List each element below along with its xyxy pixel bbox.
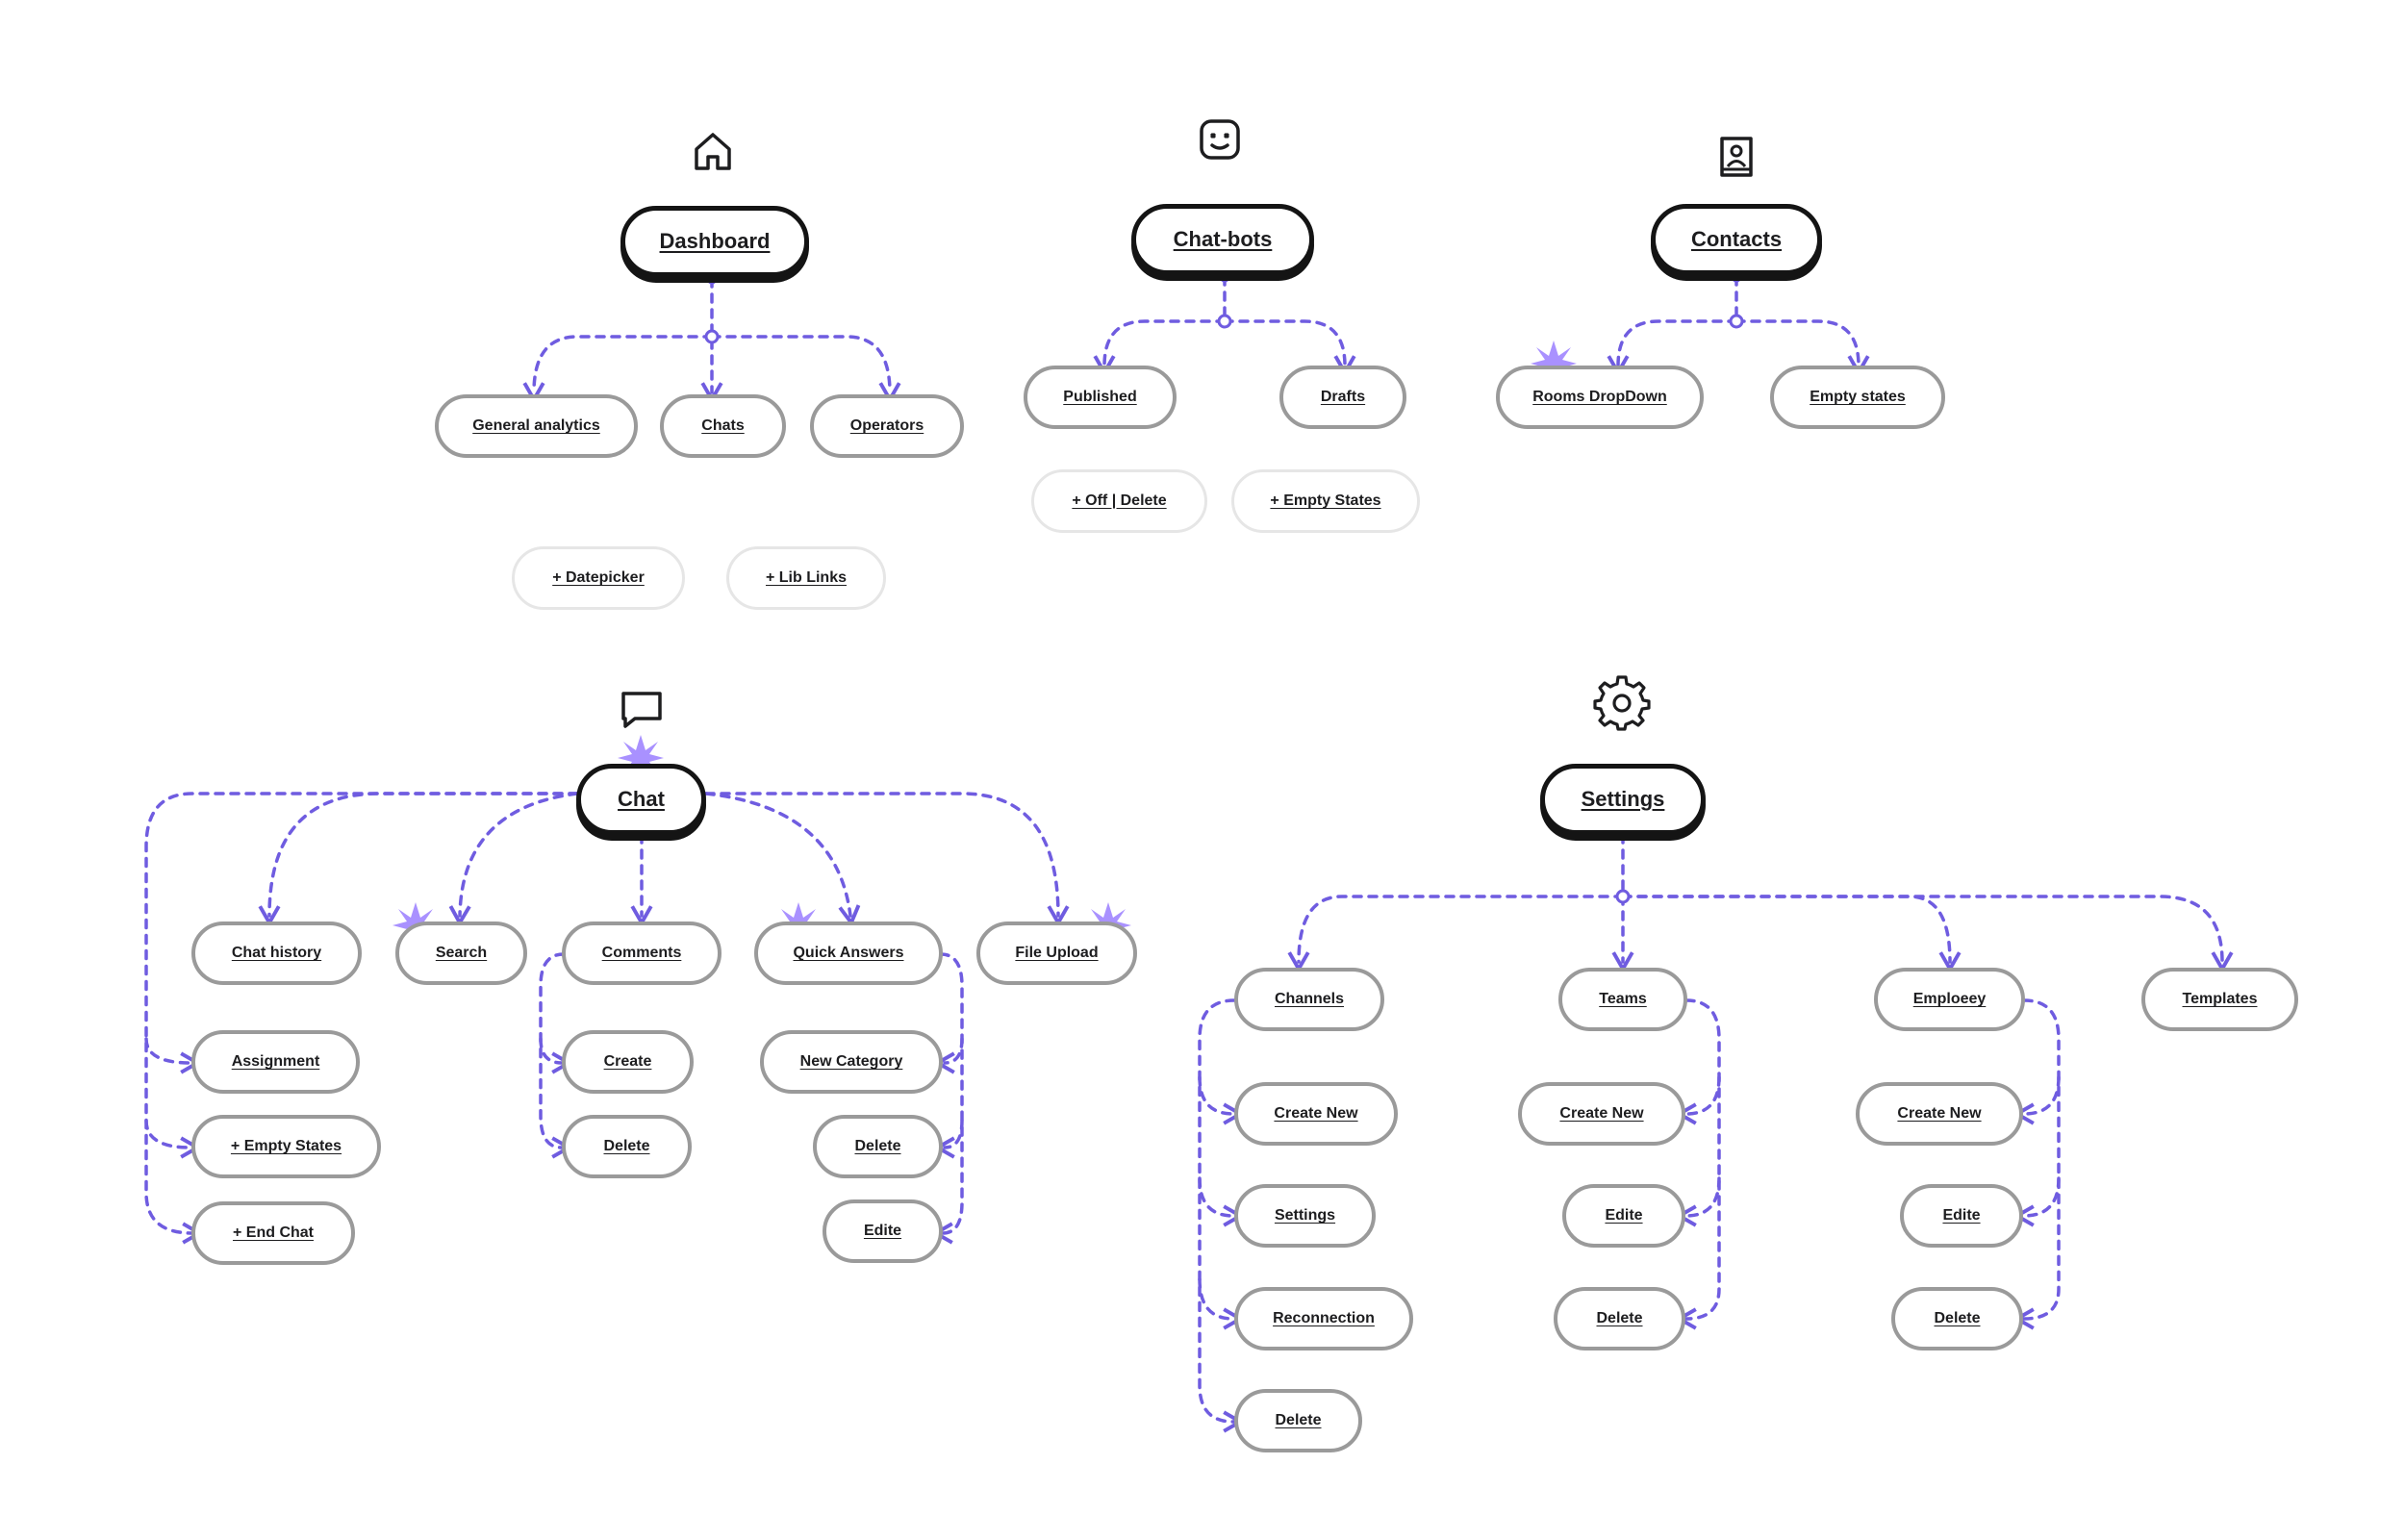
datepicker-addon[interactable]: + Datepicker [512,546,685,610]
comments-create-node[interactable]: Create [562,1030,694,1094]
quick-answers-delete-node[interactable]: Delete [813,1115,943,1178]
connector [1675,1176,1721,1227]
connector [144,1119,202,1159]
contacts-root-node[interactable]: Contacts [1651,204,1822,275]
connector [704,792,1070,927]
channels-settings-node[interactable]: Settings [1234,1184,1376,1248]
connector [258,792,579,927]
comments-delete-node[interactable]: Delete [562,1115,692,1178]
connector [1607,319,1738,377]
connector [144,792,579,1245]
connector [1621,895,1962,973]
connector [522,335,714,404]
teams-edit-node[interactable]: Edite [1562,1184,1685,1248]
chatbots-root-node[interactable]: Chat-bots [1131,204,1314,275]
connector [1675,998,1721,1330]
connector [2013,1176,2061,1227]
connector [144,1037,202,1074]
assignment-node[interactable]: Assignment [191,1030,360,1094]
connector [1198,998,1245,1433]
settings-root-node[interactable]: Settings [1540,764,1706,835]
chat-empty-states-node[interactable]: + Empty States [191,1115,381,1178]
chat-bubble-icon [621,692,662,728]
connector [1093,319,1227,377]
channels-node[interactable]: Channels [1234,968,1384,1031]
contact-book-icon [1720,137,1753,177]
channels-create-new-node[interactable]: Create New [1234,1082,1398,1146]
junction-dot [1615,889,1631,904]
connector [1675,1075,1721,1125]
chats-node[interactable]: Chats [660,394,786,458]
off-delete-addon[interactable]: + Off | Delete [1031,469,1207,533]
dashboard-root-node[interactable]: Dashboard [620,206,809,277]
reconnection-node[interactable]: Reconnection [1234,1287,1413,1351]
connector [933,1119,964,1159]
quick-answers-edit-node[interactable]: Edite [823,1199,943,1263]
employee-delete-node[interactable]: Delete [1891,1287,2023,1351]
employee-create-new-node[interactable]: Create New [1856,1082,2023,1146]
teams-create-new-node[interactable]: Create New [1518,1082,1685,1146]
search-node[interactable]: Search [395,921,527,985]
empty-states-addon[interactable]: + Empty States [1231,469,1420,533]
connector [710,335,901,404]
connector [933,1037,964,1074]
quick-answers-node[interactable]: Quick Answers [754,921,943,985]
connector [2013,998,2061,1330]
connector [931,952,964,1245]
connector [1621,895,2234,973]
connector [704,792,861,927]
gear-icon [1593,675,1651,731]
connector [448,792,579,927]
connector [2013,1075,2061,1125]
chat-history-node[interactable]: Chat history [191,921,362,985]
junction-dot [1217,314,1232,329]
drafts-node[interactable]: Drafts [1279,366,1406,429]
connector [1198,1277,1245,1330]
templates-node[interactable]: Templates [2141,968,2298,1031]
connector [1734,319,1870,377]
employee-edit-node[interactable]: Edite [1900,1184,2023,1248]
published-node[interactable]: Published [1024,366,1177,429]
channels-delete-node[interactable]: Delete [1234,1389,1362,1452]
robot-face-icon [1200,119,1240,160]
employee-node[interactable]: Emploeey [1874,968,2025,1031]
connector [1287,895,1625,973]
end-chat-node[interactable]: + End Chat [191,1201,355,1265]
file-upload-node[interactable]: File Upload [976,921,1137,985]
general-analytics-node[interactable]: General analytics [435,394,638,458]
rooms-dropdown-node[interactable]: Rooms DropDown [1496,366,1704,429]
teams-delete-node[interactable]: Delete [1554,1287,1685,1351]
connector [539,1037,573,1074]
junction-dot [1729,314,1744,329]
empty-states-node[interactable]: Empty states [1770,366,1945,429]
operators-node[interactable]: Operators [810,394,964,458]
comments-node[interactable]: Comments [562,921,722,985]
connector [1223,319,1356,377]
connector [1198,1075,1245,1125]
connector [1198,1176,1245,1227]
connector [539,952,573,1159]
lib-links-addon[interactable]: + Lib Links [726,546,886,610]
chat-root-node[interactable]: Chat [576,764,706,835]
home-icon [695,133,731,170]
junction-dot [704,329,720,344]
teams-node[interactable]: Teams [1558,968,1687,1031]
new-category-node[interactable]: New Category [760,1030,943,1094]
